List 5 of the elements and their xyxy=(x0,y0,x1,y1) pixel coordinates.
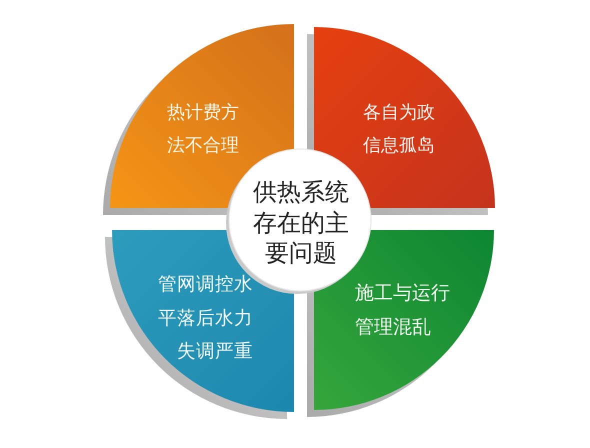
center-text: 供热系统存在的主要问题 xyxy=(252,177,350,268)
segment-text: 施工与运行管理混乱 xyxy=(355,281,451,340)
segment-text: 各自为政信息孤岛 xyxy=(363,101,436,158)
segment-text: 热计费方法不合理 xyxy=(167,101,240,158)
segment-text: 管网调控水平落后水力失调严重 xyxy=(158,273,253,364)
